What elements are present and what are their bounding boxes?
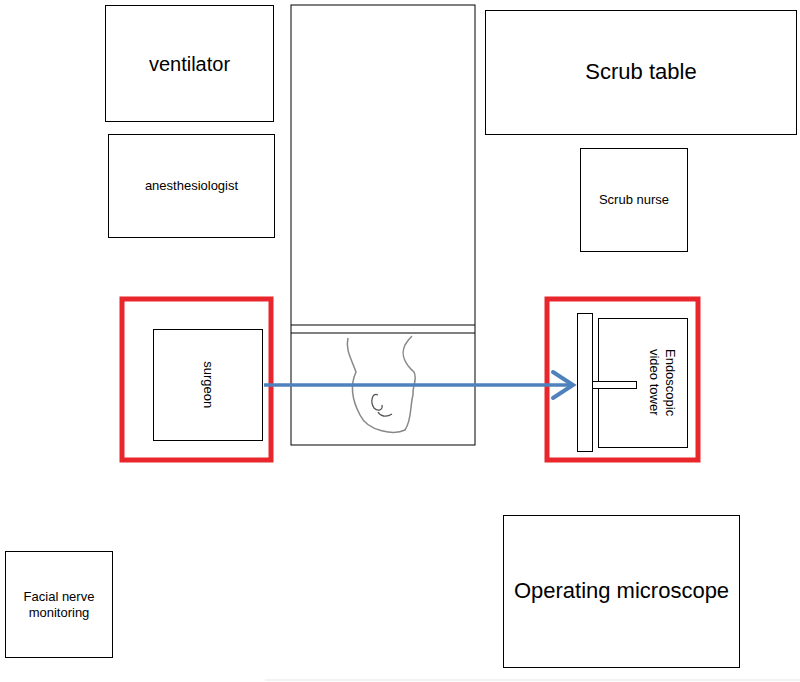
equipment-box: surgeon [153,329,263,441]
equipment-box: anesthesiologist [108,134,275,238]
page-rule [265,680,800,681]
highlight-frame [547,299,698,460]
equipment-label: Scrub table [585,59,696,85]
equipment-label: anesthesiologist [145,178,238,194]
equipment-box: ventilator [105,5,274,122]
equipment-label: Scrub nurse [599,192,669,208]
equipment-box: Scrub table [485,10,797,135]
equipment-label: Operating microscope [514,578,729,604]
equipment-label: ventilator [149,52,230,76]
patient-ear [372,394,392,416]
bed-joint [291,333,475,334]
equipment-box: Facial nerve monitoring [5,551,113,658]
equipment-box: Operating microscope [503,515,740,668]
equipment-label: Endoscopic video tower [647,349,678,416]
operating-bed [291,5,475,445]
equipment-box: Scrub nurse [580,148,688,252]
video-tower: Endoscopic video tower [577,313,688,452]
equipment-label: Facial nerve monitoring [11,589,107,620]
tower-label-area: Endoscopic video tower [639,319,687,447]
bed-joint [291,325,475,326]
flow-arrow [264,372,573,398]
highlight-frame [122,299,271,460]
equipment-label: surgeon [200,335,216,435]
